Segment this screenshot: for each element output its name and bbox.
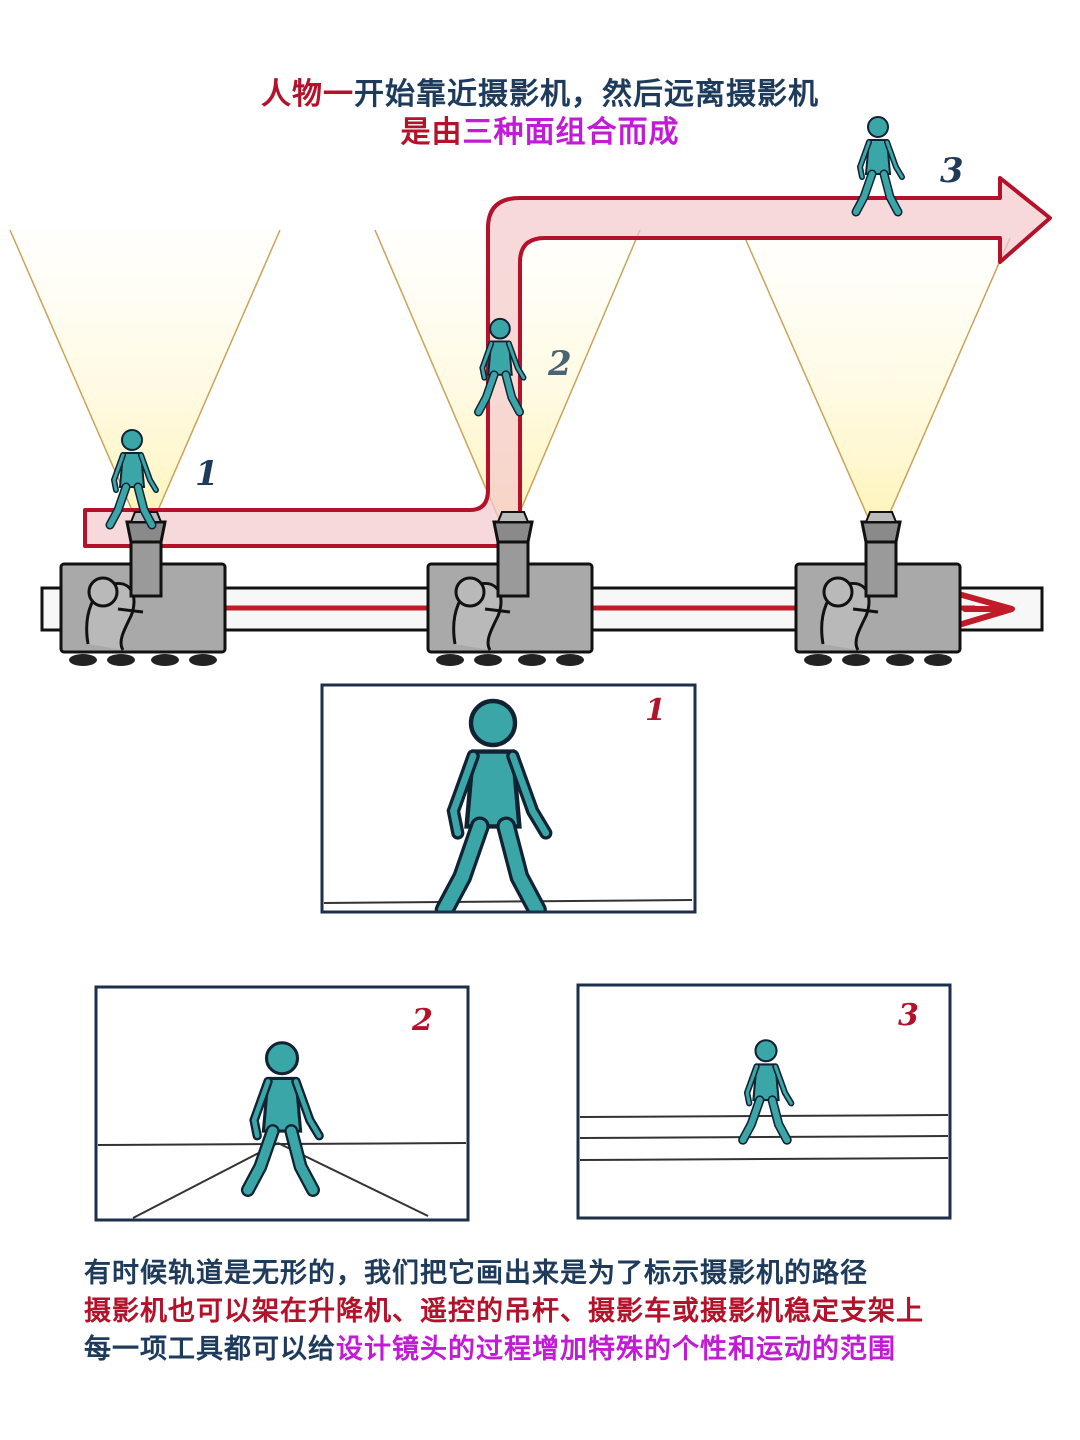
light-cone-1: [10, 230, 280, 540]
cone-edge: [744, 237, 879, 541]
marker-1: 1: [195, 454, 219, 494]
caption-line-3-prefix: 每一项工具都可以给: [84, 1334, 336, 1365]
marker-2: 2: [547, 344, 572, 384]
cone-edge: [877, 237, 1011, 541]
camera-path-diagram: 1 2 3 1 2 3: [9, 0, 1052, 1222]
frame-2-perspective-line: [132, 1142, 279, 1219]
frame-1-ground: [323, 899, 693, 904]
frame-1-border: [320, 683, 697, 914]
frame-3-line-3: [579, 1157, 949, 1161]
caption-line-3: 每一项工具都可以给设计镜头的过程增加特殊的个性和运动的范围: [84, 1331, 1044, 1369]
light-cone-3: [745, 238, 1010, 540]
cone-edge: [507, 229, 641, 541]
cone-edge: [374, 229, 509, 541]
frame-1-crop: [322, 912, 695, 952]
caption-line-2: 摄影机也可以架在升降机、遥控的吊杆、摄影车或摄影机稳定支架上: [84, 1296, 924, 1327]
frame-3-line-1: [579, 1114, 949, 1118]
frame-1-number: 1: [645, 693, 666, 728]
track-arrow-head: [959, 592, 1015, 627]
title-action: 开始靠近摄影机，然后远离摄影机: [354, 77, 819, 112]
title-line-2: 是由三种面组合而成: [0, 113, 1080, 153]
title-subject: 人物一: [261, 77, 354, 112]
marker-3: 3: [940, 151, 964, 191]
cone-edge: [144, 229, 281, 541]
frame-2-number: 2: [411, 1003, 433, 1038]
title-highlight: 三种面组合而成: [462, 115, 680, 150]
camera-dolly-3: [794, 510, 962, 668]
title-line-1: 人物一开始靠近摄影机，然后远离摄影机: [0, 75, 1080, 115]
title-prefix: 是由: [400, 115, 463, 150]
frame-3-number: 3: [898, 998, 919, 1033]
caption-line-1: 有时候轨道是无形的，我们把它画出来是为了标示摄影机的路径: [84, 1258, 868, 1289]
frame-3-line-2: [579, 1135, 949, 1139]
caption-line-3-highlight: 设计镜头的过程增加特殊的个性和运动的范围: [336, 1334, 896, 1365]
